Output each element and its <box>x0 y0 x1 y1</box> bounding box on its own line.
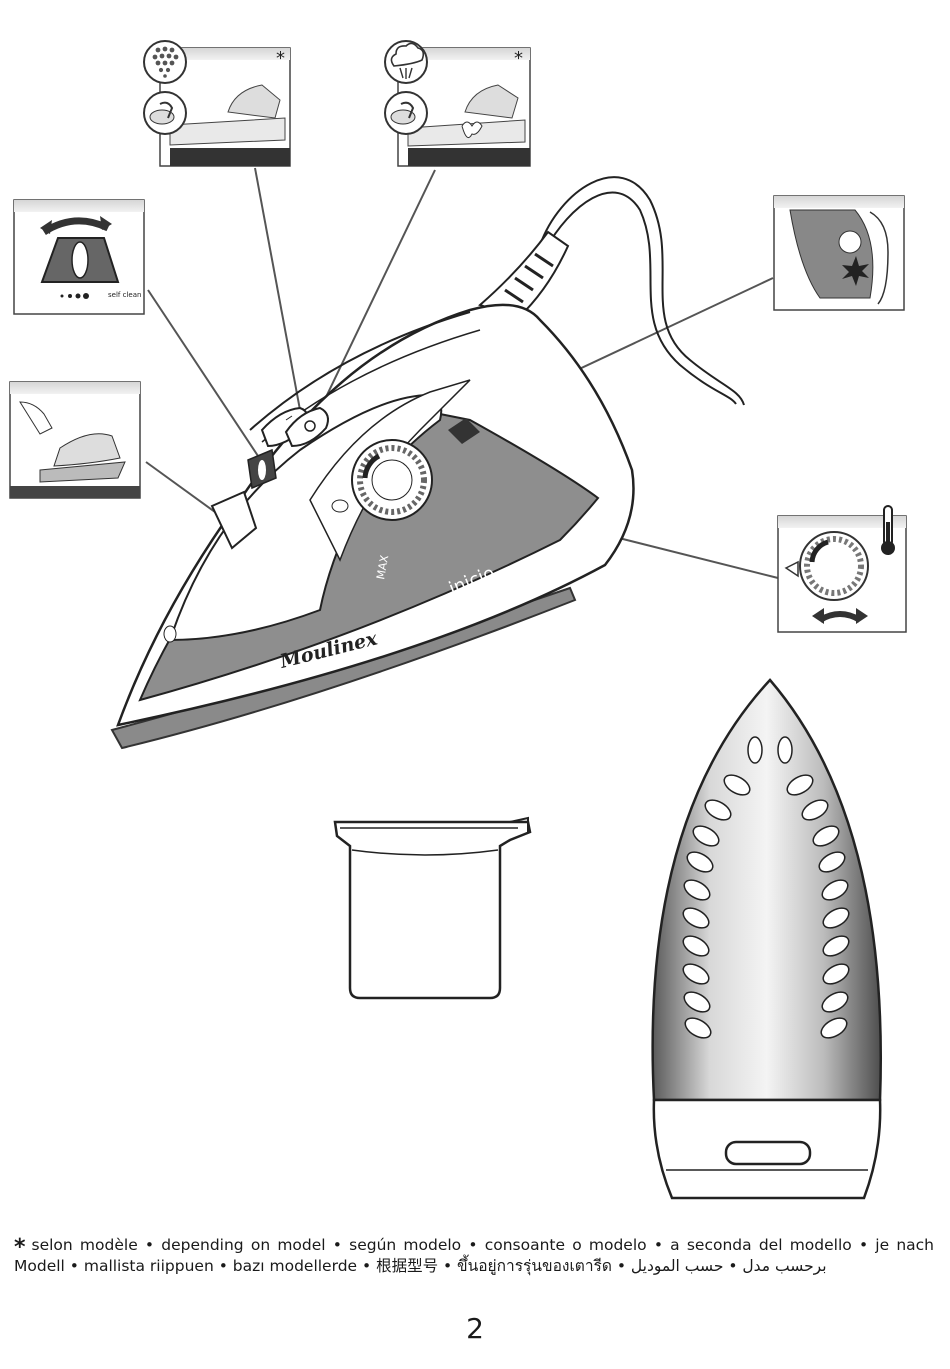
panel-asterisk: * <box>276 48 285 69</box>
indicator-light-panel <box>773 195 905 311</box>
steam-selector <box>247 448 277 490</box>
max-marking: MAX <box>374 554 391 581</box>
cord-guard <box>478 230 570 320</box>
steam-burst-button <box>284 406 329 448</box>
light-burst-icon <box>842 256 869 286</box>
thermometer-icon <box>881 505 895 555</box>
spray-dots-icon <box>143 40 187 84</box>
soleplate <box>651 678 882 1200</box>
thermostat-panel <box>777 505 907 633</box>
thermostat-dial <box>351 439 433 521</box>
self-clean-label: self clean <box>108 291 141 299</box>
press-button-icon <box>384 91 428 135</box>
panel-asterisk: * <box>514 48 523 69</box>
rotate-arrows-icon <box>812 608 868 624</box>
measuring-cup <box>333 816 532 1000</box>
steam-holes <box>682 736 850 1039</box>
pointer-icon <box>784 560 799 578</box>
water-inlet <box>210 490 258 550</box>
filling-panel <box>9 381 141 499</box>
steam-cloud-icon <box>384 40 428 84</box>
model-footnote: *selon modèle • depending on model • seg… <box>14 1236 934 1276</box>
steam-iron: MAX inicio Moulinex <box>110 176 745 750</box>
steam-burst-panel: * <box>384 40 531 167</box>
indicator-light <box>448 418 480 444</box>
spray-function-panel: * <box>143 40 291 167</box>
footnote-asterisk: * <box>14 1235 26 1260</box>
steam-control-panel: self clean <box>13 199 145 315</box>
footnote-text: selon modèle • depending on model • segú… <box>14 1236 934 1275</box>
page-number: 2 <box>466 1312 484 1345</box>
press-button-icon <box>143 91 187 135</box>
